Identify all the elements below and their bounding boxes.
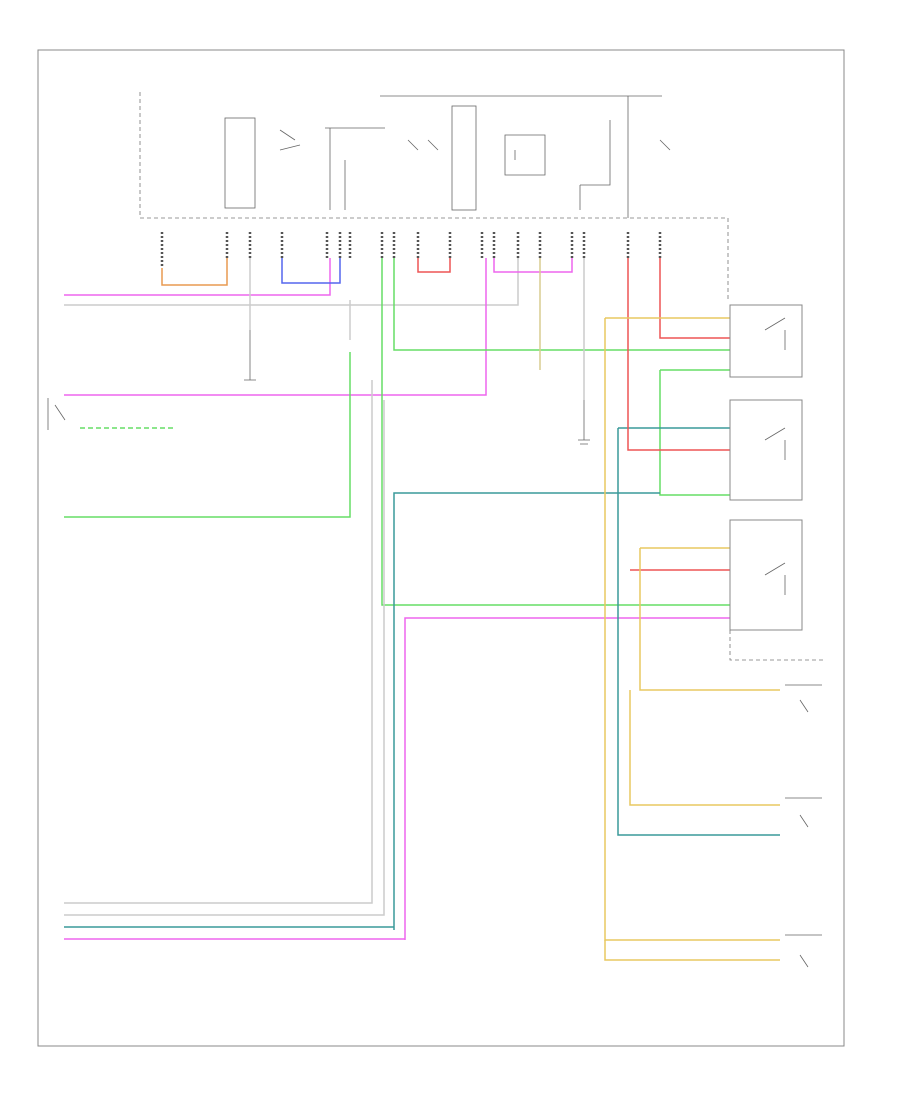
- wire-blue-loop: [281, 258, 341, 284]
- fan-control-relay-2-box: [729, 399, 803, 501]
- wire-gray-top: [64, 258, 519, 306]
- diagram-border: [37, 49, 845, 1047]
- ground-symbols: [47, 330, 590, 445]
- internal-relay-2: [451, 105, 477, 211]
- engine-cooling-fan-motor-right-symbol: [785, 797, 822, 828]
- wire-green-relay2: [659, 369, 730, 496]
- wire-pink-top: [64, 258, 331, 296]
- relay-3-contacts: [764, 562, 786, 595]
- wire-yellow-motor-left: [639, 548, 780, 691]
- wire-orange-short: [161, 258, 228, 286]
- module-housing-outline: [139, 92, 729, 300]
- fuse-block: [224, 117, 256, 209]
- wire-red-relay1: [659, 258, 730, 339]
- engine-cooling-fan-motor-left-symbol: [785, 684, 822, 713]
- module-internal-components: [224, 105, 671, 211]
- wire-pink-long: [404, 617, 730, 940]
- wire-red-loop: [417, 258, 451, 273]
- wire-harness: [64, 258, 780, 961]
- wire-green-relay3: [381, 258, 730, 606]
- left-connector-symbol: [47, 398, 66, 430]
- wire-green-relay1: [393, 258, 730, 351]
- internal-coil: [504, 134, 546, 176]
- wire-pink-loop: [493, 258, 573, 273]
- internal-relay-1: [325, 127, 385, 210]
- wire-yellow-motor-right: [629, 690, 780, 806]
- relay-2-contacts: [764, 427, 786, 460]
- wire-pink-mid: [64, 258, 487, 396]
- relay-1-contacts: [764, 317, 786, 350]
- fan-control-relay-1-box: [729, 304, 803, 378]
- connector-pins: [160, 232, 662, 268]
- ground-point-g1-symbol: [578, 400, 590, 445]
- wire-red-relay2: [627, 258, 730, 451]
- wire-teal-long: [393, 492, 660, 930]
- motor-symbols: [785, 684, 822, 968]
- internal-contacts: [407, 139, 671, 151]
- wire-gray-bottom-2: [64, 400, 385, 916]
- ground-point-g2-symbol: [244, 330, 256, 381]
- wire-green-left: [64, 352, 351, 518]
- wire-teal-motor-right: [617, 428, 780, 836]
- relay-group-outline: [729, 630, 826, 661]
- engine-cooling-fan-motor-lower-symbol: [785, 934, 822, 968]
- internal-relay-3: [579, 120, 611, 210]
- internal-switch-1: [279, 129, 301, 151]
- wire-yellow-motor-lower: [604, 318, 780, 941]
- wire-yellow-motor-lower-2: [604, 940, 780, 961]
- fan-control-relay-3-box: [729, 519, 803, 631]
- relay-boxes: [729, 304, 826, 661]
- wire-gray-bottom-1: [64, 380, 373, 904]
